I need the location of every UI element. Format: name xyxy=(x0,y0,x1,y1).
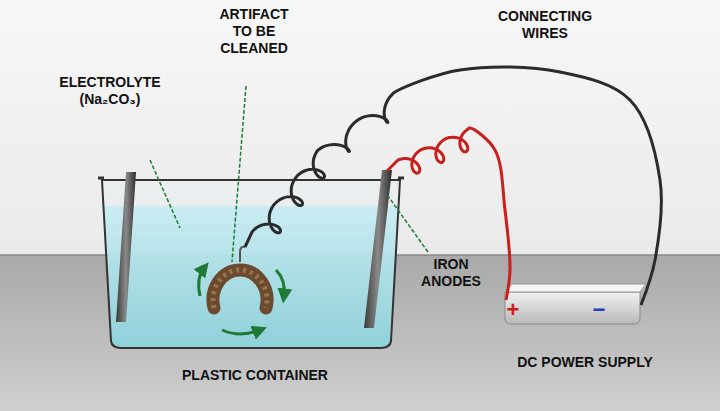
leader-line xyxy=(388,196,428,252)
electrolyte-label: ELECTROLYTE (Na₂CO₃) xyxy=(50,74,170,108)
iron-anode-right xyxy=(364,170,392,328)
power-supply-label: DC POWER SUPPLY xyxy=(500,354,670,371)
horseshoe-artifact xyxy=(213,270,267,308)
power-supply-top xyxy=(505,284,646,292)
flow-arrow xyxy=(222,330,260,334)
container-label: PLASTIC CONTAINER xyxy=(140,367,370,384)
flow-arrow xyxy=(199,268,204,296)
hook xyxy=(240,247,245,262)
rust-texture xyxy=(213,270,267,308)
anodes-label: IRON ANODES xyxy=(406,256,496,290)
iron-anode-left xyxy=(116,172,136,322)
connecting-wire-positive xyxy=(387,128,510,300)
negative-terminal: − xyxy=(591,297,607,322)
leader-line xyxy=(232,86,246,262)
connecting-wire-negative xyxy=(245,67,661,305)
positive-terminal: + xyxy=(505,297,521,322)
flow-arrow xyxy=(276,270,284,296)
container-rim xyxy=(98,177,404,180)
plastic-container xyxy=(102,180,400,348)
dc-power-supply xyxy=(505,292,640,324)
leader-line xyxy=(150,160,180,228)
wires-label: CONNECTING WIRES xyxy=(490,8,600,42)
artifact-label: ARTIFACT TO BE CLEANED xyxy=(208,6,300,57)
